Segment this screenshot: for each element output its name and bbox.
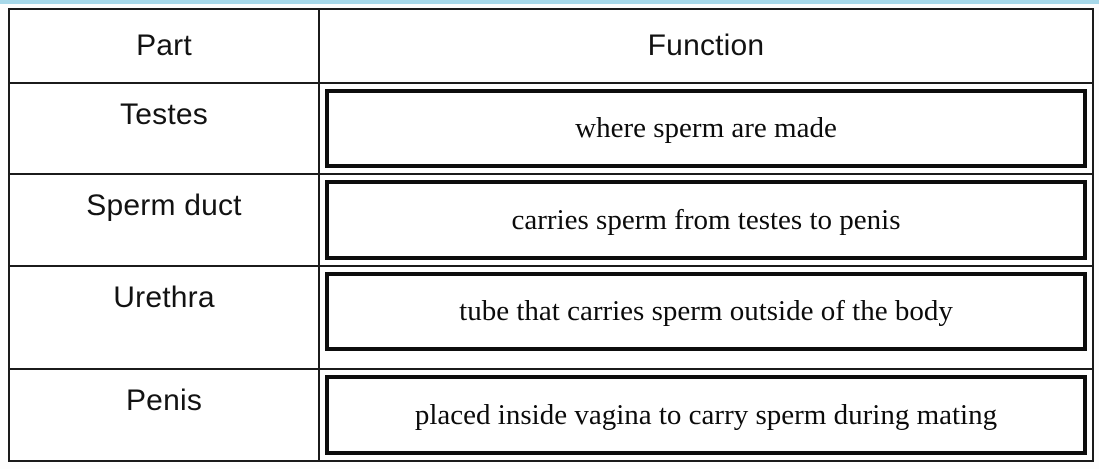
function-cell-penis: placed inside vagina to carry sperm duri…	[318, 368, 1092, 460]
function-cell-testes: where sperm are made	[318, 82, 1092, 173]
answer-box-sperm-duct[interactable]: carries sperm from testes to penis	[325, 180, 1087, 260]
function-column-header: Function	[318, 10, 1092, 82]
part-cell-sperm-duct: Sperm duct	[10, 173, 318, 265]
part-cell-penis: Penis	[10, 368, 318, 460]
function-cell-sperm-duct: carries sperm from testes to penis	[318, 173, 1092, 265]
answer-box-urethra[interactable]: tube that carries sperm outside of the b…	[325, 272, 1087, 351]
part-cell-testes: Testes	[10, 82, 318, 173]
answer-text-sperm-duct: carries sperm from testes to penis	[511, 203, 901, 236]
answer-box-testes[interactable]: where sperm are made	[325, 89, 1087, 168]
answer-text-testes: where sperm are made	[575, 112, 837, 144]
parts-function-table: Part Function Testes where sperm are mad…	[8, 8, 1094, 462]
function-cell-urethra: tube that carries sperm outside of the b…	[318, 265, 1092, 368]
top-accent-bar	[0, 0, 1099, 4]
part-cell-urethra: Urethra	[10, 265, 318, 368]
answer-text-urethra: tube that carries sperm outside of the b…	[459, 295, 953, 327]
answer-box-penis[interactable]: placed inside vagina to carry sperm duri…	[325, 375, 1087, 455]
answer-text-penis: placed inside vagina to carry sperm duri…	[414, 398, 998, 431]
part-column-header: Part	[136, 29, 192, 62]
